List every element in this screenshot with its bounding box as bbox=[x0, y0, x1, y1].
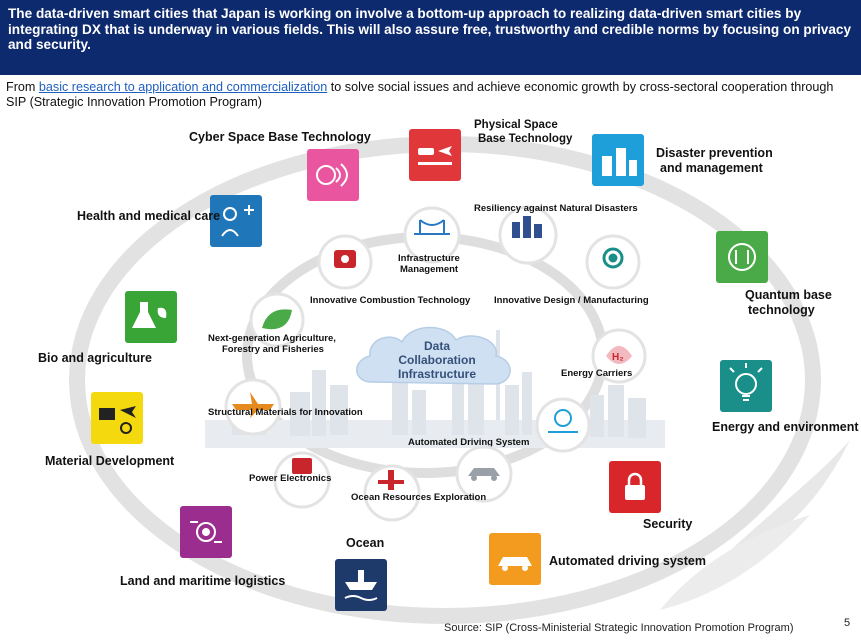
subline-prefix: From bbox=[6, 80, 39, 94]
label-physical-space-2: Base Technology bbox=[478, 133, 573, 145]
label-physical-space-1: Physical Space bbox=[474, 119, 558, 131]
label-bio-agriculture: Bio and agriculture bbox=[38, 351, 152, 365]
cyber-head-icon bbox=[316, 163, 348, 187]
label-quantum-1: Quantum base bbox=[745, 288, 832, 302]
field-physical-space[interactable]: Physical Space Base Technology bbox=[409, 119, 573, 181]
field-health-medical[interactable]: Health and medical care bbox=[77, 195, 262, 247]
resiliency-icon bbox=[512, 216, 542, 238]
program-infrastructure[interactable]: Infrastructure Management bbox=[398, 206, 461, 275]
drill-rig-icon bbox=[378, 470, 404, 490]
label-structural-materials: Structural Materials for Innovation bbox=[208, 407, 363, 418]
label-design-manufacturing: Innovative Design / Manufacturing bbox=[494, 295, 649, 306]
field-material-development[interactable]: Material Development bbox=[45, 392, 175, 468]
program-ocean-resources[interactable]: Ocean Resources Exploration bbox=[351, 464, 486, 522]
material-plane-icon bbox=[99, 406, 136, 434]
program-design-manufacturing[interactable]: Innovative Design / Manufacturing bbox=[494, 234, 649, 306]
engine-icon bbox=[334, 250, 356, 268]
quantum-icon bbox=[728, 243, 756, 271]
flask-leaf-icon bbox=[132, 302, 167, 328]
source-note: Source: SIP (Cross-Ministerial Strategic… bbox=[444, 622, 794, 634]
program-combustion[interactable]: Innovative Combustion Technology bbox=[310, 234, 471, 306]
field-automated-driving[interactable]: Automated driving system bbox=[489, 533, 706, 585]
center-line-3: Infrastructure bbox=[398, 367, 476, 381]
label-ocean-resources: Ocean Resources Exploration bbox=[351, 492, 486, 503]
label-quantum-2: technology bbox=[748, 303, 815, 317]
center-line-2: Collaboration bbox=[398, 353, 475, 367]
label-infrastructure-2: Management bbox=[400, 264, 459, 275]
label-security: Security bbox=[643, 517, 692, 531]
inner-programs: Infrastructure Management Resiliency aga… bbox=[208, 203, 649, 522]
label-cyber-space: Cyber Space Base Technology bbox=[189, 130, 371, 144]
label-health-medical: Health and medical care bbox=[77, 209, 220, 223]
subline-suffix: to solve social issues and achieve econo… bbox=[6, 80, 834, 109]
label-disaster-2: and management bbox=[660, 161, 764, 175]
road-network-icon bbox=[548, 409, 578, 433]
svg-text:H₂: H₂ bbox=[612, 352, 624, 363]
header-bar: The data-driven smart cities that Japan … bbox=[0, 0, 861, 75]
header-text: The data-driven smart cities that Japan … bbox=[8, 6, 852, 52]
center-line-1: Data bbox=[424, 339, 450, 353]
program-automated-car[interactable] bbox=[455, 445, 513, 503]
label-combustion: Innovative Combustion Technology bbox=[310, 295, 471, 306]
field-cyber-space[interactable]: Cyber Space Base Technology bbox=[189, 130, 371, 201]
outer-fields: Cyber Space Base Technology Physical Spa… bbox=[38, 119, 859, 611]
basic-research-link[interactable]: basic research to application and commer… bbox=[38, 80, 328, 94]
field-security[interactable]: Security bbox=[609, 461, 692, 531]
label-power-electronics: Power Electronics bbox=[249, 473, 331, 484]
label-disaster-1: Disaster prevention bbox=[656, 146, 773, 160]
program-energy-carriers[interactable]: H₂ Energy Carriers bbox=[561, 328, 647, 384]
energy-bulb-icon bbox=[729, 363, 763, 401]
label-agriculture-2: Forestry and Fisheries bbox=[222, 344, 324, 355]
label-energy-environment: Energy and environment bbox=[712, 420, 859, 434]
label-automated-driving-sys: Automated Driving System bbox=[408, 437, 529, 448]
field-land-maritime[interactable]: Land and maritime logistics bbox=[120, 506, 285, 588]
field-ocean[interactable]: Ocean bbox=[335, 536, 387, 611]
gear-icon bbox=[602, 247, 624, 269]
label-infrastructure-1: Infrastructure bbox=[398, 253, 460, 264]
disaster-building-icon bbox=[602, 148, 637, 176]
label-automated-driving: Automated driving system bbox=[549, 554, 706, 568]
h2-icon: H₂ bbox=[606, 346, 632, 364]
medical-icon bbox=[221, 205, 254, 237]
subline: From basic research to application and c… bbox=[6, 80, 856, 110]
field-disaster-prevention[interactable]: Disaster prevention and management bbox=[592, 134, 773, 186]
label-energy-carriers: Energy Carriers bbox=[561, 368, 632, 379]
label-resiliency: Resiliency against Natural Disasters bbox=[474, 203, 638, 214]
label-ocean: Ocean bbox=[346, 536, 384, 550]
chip-icon bbox=[292, 458, 312, 474]
airplane-icon bbox=[232, 392, 274, 418]
label-material-development: Material Development bbox=[45, 454, 175, 468]
car-icon bbox=[498, 557, 532, 571]
bridge-icon bbox=[414, 219, 450, 235]
program-power-electronics[interactable]: Power Electronics bbox=[249, 451, 331, 509]
label-agriculture-1: Next-generation Agriculture, bbox=[208, 333, 336, 344]
program-resiliency[interactable]: Resiliency against Natural Disasters bbox=[474, 203, 638, 265]
field-bio-agriculture[interactable]: Bio and agriculture bbox=[38, 291, 177, 365]
autonomous-car-icon bbox=[468, 468, 500, 481]
data-collaboration-cloud: Data Collaboration Infrastructure bbox=[356, 326, 511, 385]
car-plane-icon bbox=[418, 146, 452, 165]
field-energy-environment[interactable]: Energy and environment bbox=[712, 360, 859, 434]
field-quantum[interactable]: Quantum base technology bbox=[716, 231, 832, 317]
leaf-icon bbox=[262, 309, 292, 330]
lock-icon bbox=[625, 472, 645, 500]
logistics-gear-icon bbox=[190, 521, 222, 543]
page-number: 5 bbox=[844, 617, 851, 629]
label-land-maritime: Land and maritime logistics bbox=[120, 574, 285, 588]
ship-icon bbox=[344, 570, 378, 601]
program-agriculture[interactable]: Next-generation Agriculture, Forestry an… bbox=[208, 292, 336, 355]
program-automated-driving-sys[interactable]: Automated Driving System bbox=[408, 397, 591, 453]
program-structural-materials[interactable]: Structural Materials for Innovation bbox=[208, 378, 363, 436]
